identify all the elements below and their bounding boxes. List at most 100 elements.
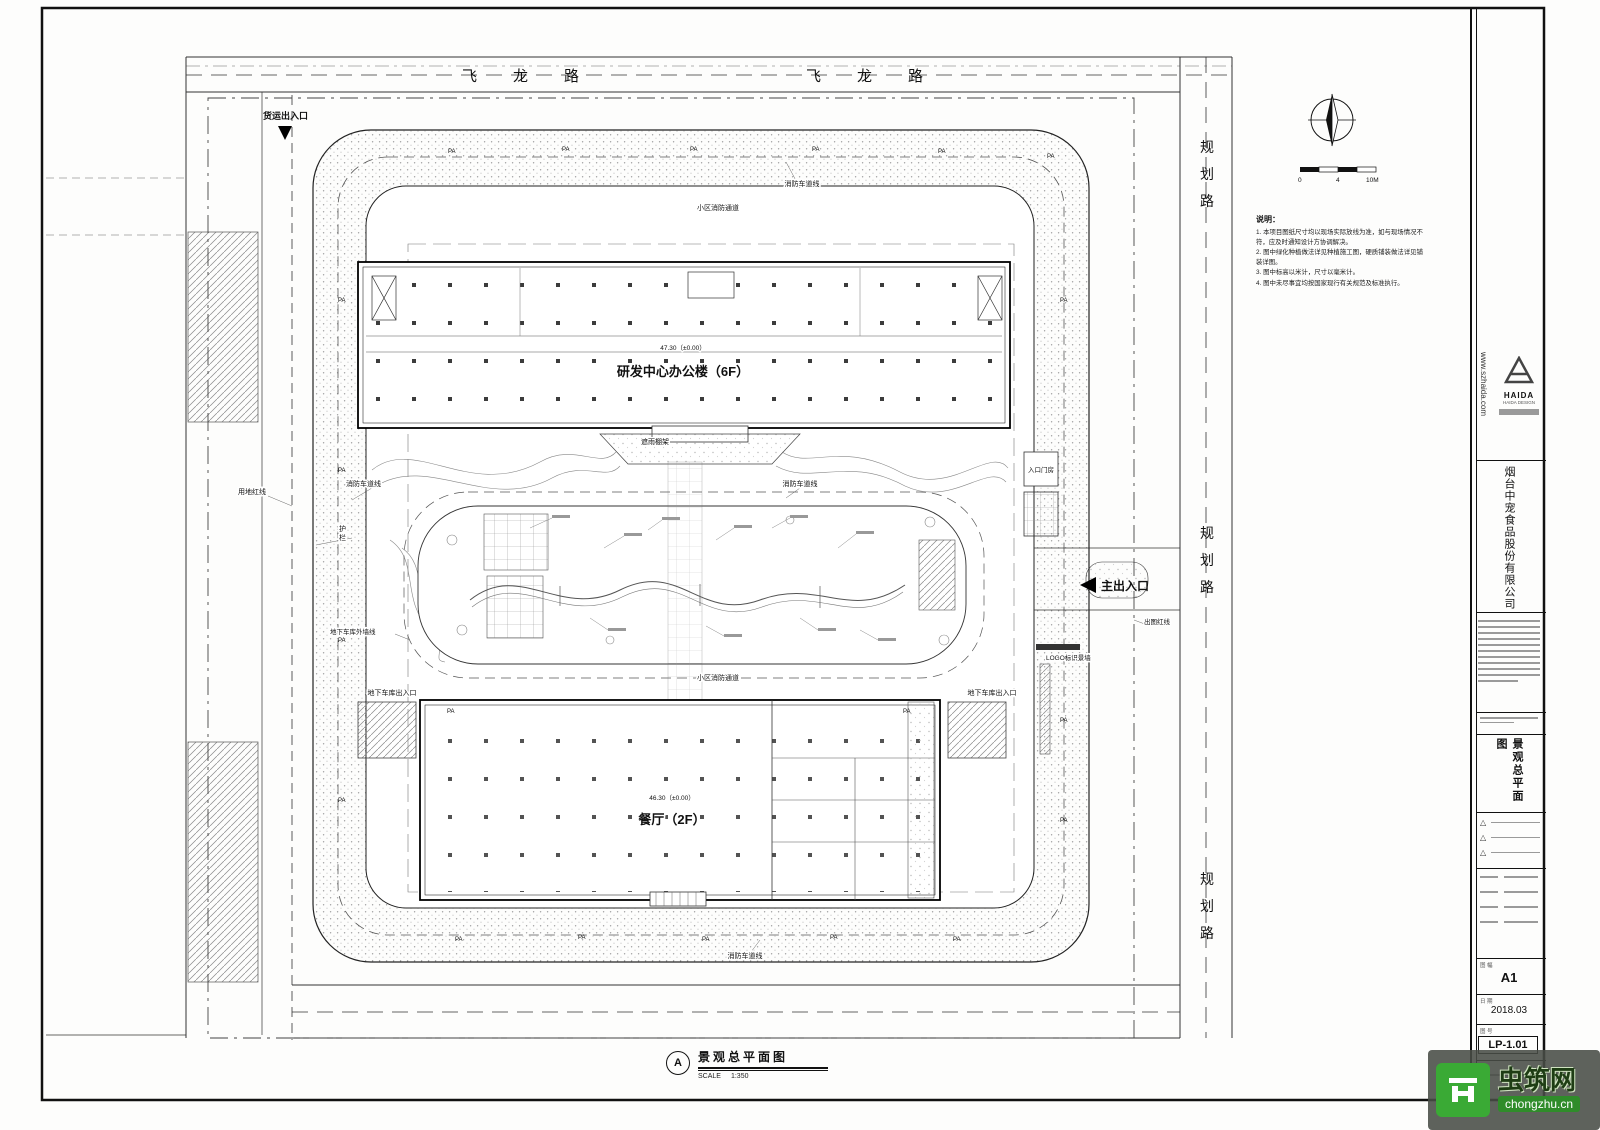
title-underline [698, 1067, 828, 1069]
scale-tick: 4 [1336, 177, 1340, 184]
pa-marker: PA [1060, 818, 1068, 824]
client-name-cell: 烟台中宠食品股份有限公司 [1472, 466, 1546, 610]
gate-area [1023, 451, 1180, 755]
sheet-date-value: 2018.03 [1490, 1005, 1528, 1016]
freight-entrance-arrow [278, 126, 292, 140]
east-road [1179, 57, 1233, 1038]
scale-bar: 0 4 10M [1298, 166, 1379, 184]
south-road [292, 984, 1180, 1039]
firm-logo-text: HAIDA [1503, 391, 1535, 400]
east-road-name: 规划路 [1200, 139, 1214, 209]
pa-marker: PA [338, 798, 346, 804]
pa-marker: PA [812, 147, 820, 153]
scale-tick: 10M [1366, 177, 1379, 184]
west-edge [46, 57, 293, 1040]
garden-contours [371, 451, 1009, 663]
site-redline-label: 用地红线 [238, 487, 266, 496]
tiny-label-bars [529, 515, 896, 641]
note-item: 1. 本项目图纸尺寸均以现场实际放线为准，如与现场情况不符，应及时通知设计方协调… [1256, 229, 1423, 246]
canteen-building [419, 699, 941, 907]
watermark-name: 虫筑网 [1498, 1064, 1577, 1095]
logo-wall [1036, 644, 1080, 650]
pa-marker: PA [830, 935, 838, 941]
west-parking-strip [187, 741, 259, 983]
drawing-title-block: A 景观总平面图 SCALE 1:350 [666, 1048, 828, 1080]
watermark-domain: chongzhu.cn [1498, 1096, 1581, 1113]
main-entrance-arrow [1080, 577, 1096, 593]
freight-entrance-label: 货运出入口 [263, 110, 308, 121]
note-item: 2. 图中绿化种植做法详见种植施工图，硬质铺装做法详见铺装详图。 [1256, 249, 1423, 266]
pa-marker: PA [1060, 718, 1068, 724]
fire-lane-label: 消防车道线 [783, 479, 818, 488]
pa-marker: PA [455, 937, 463, 943]
pa-marker: PA [903, 709, 911, 715]
office-building [357, 261, 1011, 465]
pa-marker: PA [447, 709, 455, 715]
canteen-label: 餐厅（2F） [637, 812, 705, 827]
drawing-number-label: 图 号 [1480, 1029, 1493, 1035]
fire-lane-label: 消防车道线 [728, 951, 763, 960]
pa-marker: PA [562, 147, 570, 153]
community-fire-lane-label: 小区消防通道 [697, 203, 739, 212]
plot-redline-label: 出图红线 [1144, 617, 1171, 626]
sheet-border [40, 6, 1546, 1102]
office-label: 研发中心办公楼（6F） [617, 364, 749, 379]
pa-marker: PA [690, 147, 698, 153]
pa-marker: PA [1047, 154, 1055, 160]
pa-marker: PA [578, 935, 586, 941]
pa-marker: PA [338, 638, 346, 644]
central-landscape [403, 461, 985, 705]
footer-drawing-title: 景观总平面图 [698, 1050, 789, 1064]
staff-rows [1480, 876, 1538, 923]
title-block-inner-line [1476, 8, 1547, 1100]
sheet-date-label: 日 期 [1480, 999, 1493, 1005]
firm-website: www.szhaida.com [1479, 352, 1488, 417]
firm-logo-subtext: HAIDA DESIGN [1502, 400, 1535, 405]
garage-wall-label: 地下车库外墙线 [330, 627, 376, 636]
sheet-size-value: A1 [1500, 970, 1518, 985]
client-name: 烟台中宠食品股份有限公司 [1503, 466, 1515, 610]
note-item: 3. 图中标高以米计，尺寸以毫米计。 [1256, 269, 1359, 277]
pa-marker: PA [702, 937, 710, 943]
haida-logo-icon [1503, 355, 1535, 384]
main-entrance-label: 主出入口 [1101, 578, 1149, 593]
scale-tick: 0 [1298, 177, 1302, 184]
title-block-strip: www.szhaida.com HAIDA HAIDA DESIGN 烟台中宠食… [1470, 8, 1546, 1100]
pa-marker: PA [1060, 298, 1068, 304]
logo-wall-label: LOGO标识景墙 [1046, 653, 1091, 662]
garage-entrance-label: 地下车库出入口 [968, 688, 1017, 697]
notes-title: 说明： [1256, 215, 1280, 224]
watermark-logo-icon [1436, 1063, 1490, 1117]
title-underline-thin [698, 1070, 828, 1071]
north-compass [1308, 93, 1356, 147]
firm-logo: HAIDA HAIDA DESIGN [1496, 355, 1542, 415]
detail-reference-bubble: A [666, 1051, 690, 1075]
sheet-drawing-title-cell: 景观总平面图 [1472, 738, 1546, 810]
sheet-size-label: 图 幅 [1480, 963, 1493, 969]
canteen-elevation: 46.30（±0.00） [649, 794, 694, 802]
fence-label: 护栏 [339, 524, 346, 542]
office-elevation: 47.30（±0.00） [660, 344, 705, 352]
north-road-name: 飞龙路 [806, 68, 959, 85]
community-fire-lane-label: 小区消防通道 [697, 673, 739, 682]
water-stream [469, 581, 906, 606]
fire-lane-loop [337, 156, 1065, 936]
general-notes: 说明： 1. 本项目图纸尺寸均以现场实际放线为准，如与现场情况不符，应及时通知设… [1256, 214, 1428, 290]
fire-lane-label: 消防车道线 [785, 179, 820, 188]
garage-ramp [947, 701, 1007, 759]
revision-rows: △ △ △ [1480, 818, 1540, 857]
garage-entrance-label: 地下车库出入口 [368, 688, 417, 697]
entrance-canopy [599, 433, 801, 465]
north-road-name: 飞龙路 [462, 68, 615, 85]
pa-marker: PA [338, 298, 346, 304]
pa-marker: PA [953, 937, 961, 943]
pa-marker: PA [338, 468, 346, 474]
gate-house-label: 入口门房 [1028, 465, 1054, 474]
fire-lane-label: 消防车道线 [346, 479, 381, 488]
west-parking-strip [187, 231, 259, 423]
fine-print-block [1478, 620, 1540, 686]
east-road-name: 规划路 [1200, 525, 1214, 595]
pa-markers: PA PA PA PA PA PA PA PA PA PA PA PA PA P… [338, 147, 1068, 943]
